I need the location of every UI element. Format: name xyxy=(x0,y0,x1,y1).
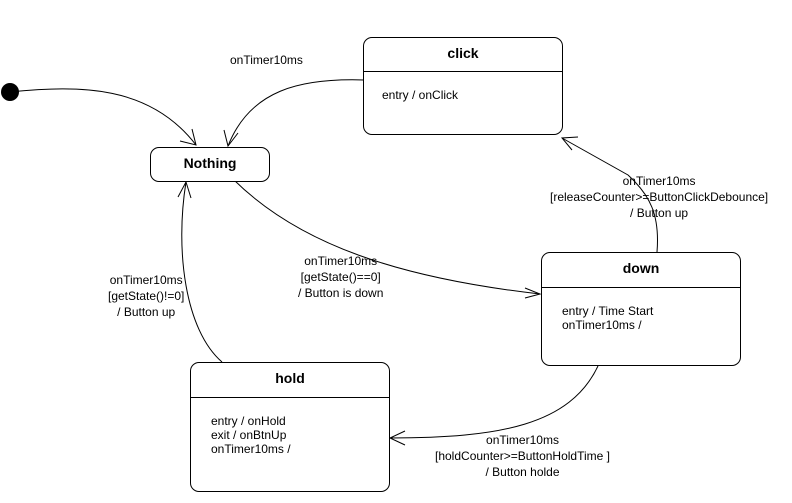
hold-to-nothing-arrowhead xyxy=(177,180,192,199)
state-click-name: click xyxy=(447,45,479,61)
down-to-hold-arrowhead xyxy=(388,430,406,446)
transition-event: onTimer10ms xyxy=(109,273,183,287)
state-down-action: entry / Time Start xyxy=(562,304,654,318)
state-click-action: entry / onClick xyxy=(382,88,459,102)
state-nothing: Nothing xyxy=(150,147,270,182)
state-hold-actions: entry / onHold exit / onBtnUp onTimer10m… xyxy=(191,398,389,456)
transition-action: / Button holde xyxy=(485,465,560,479)
transition-guard: [getState()==0] xyxy=(300,270,381,284)
nothing-to-down-arrow xyxy=(233,179,541,295)
state-down-actions: entry / Time Start onTimer10ms / xyxy=(542,288,740,332)
click-to-nothing-arrow xyxy=(227,79,365,147)
transition-action: / Button up xyxy=(117,305,176,319)
initial-pseudostate xyxy=(1,83,19,101)
state-hold-action: entry / onHold xyxy=(211,414,286,428)
initial-transition-arrowhead xyxy=(179,128,197,146)
state-click-actions: entry / onClick xyxy=(364,72,562,102)
state-down: down entry / Time Start onTimer10ms / xyxy=(541,252,741,366)
hold-to-nothing-arrow xyxy=(181,181,223,363)
click-to-nothing-arrowhead xyxy=(223,129,239,148)
state-hold-action: onTimer10ms / xyxy=(211,442,291,456)
state-hold-divider xyxy=(191,397,389,398)
transition-event: onTimer10ms xyxy=(486,433,559,447)
initial-transition-arrow xyxy=(9,88,197,146)
transition-action: / Button up xyxy=(630,206,689,220)
transition-event: onTimer10ms xyxy=(622,174,696,188)
transition-event: onTimer10ms xyxy=(230,53,303,67)
transition-action: / Button is down xyxy=(298,286,384,300)
down-to-hold-arrow xyxy=(389,365,599,439)
state-click: click entry / onClick xyxy=(363,37,563,135)
state-down-action: onTimer10ms / xyxy=(562,318,642,332)
transition-label-down-to-hold: onTimer10ms [holdCounter>=ButtonHoldTime… xyxy=(435,432,610,480)
transition-guard: [holdCounter>=ButtonHoldTime ] xyxy=(435,449,610,463)
state-down-divider xyxy=(542,287,740,288)
transition-label-down-to-click: onTimer10ms [releaseCounter>=ButtonClick… xyxy=(550,173,768,221)
nothing-to-down-arrowhead xyxy=(524,287,542,299)
transition-label-hold-to-nothing: onTimer10ms [getState()!=0] / Button up xyxy=(108,272,184,320)
transition-event: onTimer10ms xyxy=(304,254,378,268)
transition-guard: [getState()!=0] xyxy=(108,289,185,303)
down-to-click-arrowhead xyxy=(560,136,579,151)
state-down-name: down xyxy=(622,260,660,276)
down-to-click-arrow xyxy=(561,137,659,253)
state-click-divider xyxy=(364,71,562,72)
state-hold: hold entry / onHold exit / onBtnUp onTim… xyxy=(190,362,390,492)
transition-label-click-to-nothing: onTimer10ms xyxy=(230,52,303,68)
transition-guard: [releaseCounter>=ButtonClickDebounce] xyxy=(550,190,769,204)
transition-label-nothing-to-down: onTimer10ms [getState()==0] / Button is … xyxy=(298,253,383,301)
state-hold-action: exit / onBtnUp xyxy=(211,428,287,442)
state-nothing-name: Nothing xyxy=(183,155,237,171)
state-hold-name: hold xyxy=(275,370,305,386)
